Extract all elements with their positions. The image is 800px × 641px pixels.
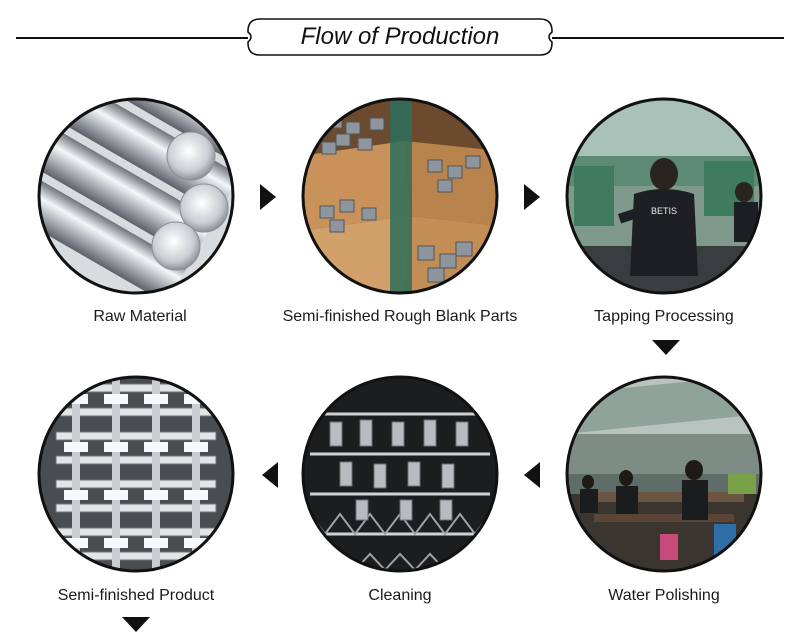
step-label-water-polishing: Water Polishing xyxy=(608,587,720,604)
title-banner: Flow of Production xyxy=(246,18,554,56)
triangle-down-icon xyxy=(122,617,150,632)
step-label-semi-finished-product: Semi-finished Product xyxy=(57,587,215,604)
step-photo-raw-material xyxy=(36,96,236,296)
triangle-down-icon xyxy=(652,340,680,355)
header-rule-right xyxy=(552,37,784,39)
triangle-left-icon xyxy=(524,462,540,488)
step-label-rough-blank-parts: Semi-finished Rough Blank Parts xyxy=(282,308,518,325)
header-rule-left xyxy=(16,37,248,39)
triangle-right-icon xyxy=(524,184,540,210)
step-photo-water-polishing xyxy=(564,374,764,574)
page-title: Flow of Production xyxy=(300,23,500,50)
step-photo-cleaning xyxy=(300,374,500,574)
triangle-right-icon xyxy=(260,184,276,210)
step-photo-rough-blank-parts xyxy=(300,96,500,296)
step-photo-tapping-processing: BETIS xyxy=(564,96,764,296)
step-label-cleaning: Cleaning xyxy=(368,587,432,604)
step-photo-semi-finished-product xyxy=(36,374,236,574)
step-label-raw-material: Raw Material xyxy=(93,308,187,325)
worker-shirt-text: BETIS xyxy=(651,206,677,216)
step-label-tapping-processing: Tapping Processing xyxy=(594,308,734,325)
title-frame xyxy=(247,18,553,56)
triangle-left-icon xyxy=(262,462,278,488)
